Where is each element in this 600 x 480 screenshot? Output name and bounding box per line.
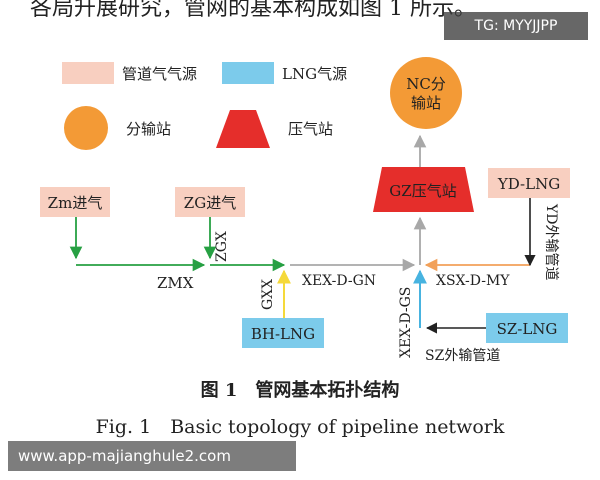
nc-station-label-line1: NC分 [406, 75, 446, 93]
legend-distribution-station-label: 分输站 [126, 120, 171, 138]
zgx-label: ZGX [214, 231, 230, 262]
yd-lng-source-label: YD-LNG [497, 175, 560, 193]
watermark-url: www.app-majianghule2.com [8, 441, 296, 471]
nc-distribution-station [390, 57, 462, 129]
gz-station-label: GZ压气站 [389, 182, 456, 200]
legend-compressor-station-trapezoid [216, 110, 270, 148]
watermark-telegram: TG: MYYJJPP [444, 12, 588, 40]
xex-d-gs-label: XEX-D-GS [398, 287, 414, 358]
bh-lng-source-box [242, 318, 324, 348]
xex-d-gn-label: XEX-D-GN [302, 273, 376, 289]
legend-distribution-station-circle [64, 106, 108, 150]
legend-compressor-station-label: 压气站 [288, 120, 333, 138]
sz-lng-source-box [486, 313, 568, 343]
top-paragraph-text: 各局升展研究，管网的基本构成如图 1 所示。 [30, 0, 476, 21]
figure-caption-english: Fig. 1 Basic topology of pipeline networ… [95, 416, 505, 438]
zm-gas-source-box [40, 187, 110, 217]
nc-station-label-line2: 输站 [411, 94, 441, 112]
yd-pipeline-label: YD外输管道 [543, 203, 559, 280]
zg-gas-source-label: ZG进气 [184, 194, 236, 212]
zg-gas-source-box [175, 187, 245, 217]
gxx-label: GXX [260, 279, 276, 310]
legend-lng-source-swatch [222, 62, 274, 84]
sz-lng-source-label: SZ-LNG [497, 320, 558, 338]
legend-pipeline-source-swatch [62, 62, 114, 84]
pipeline-topology-diagram: 管道气气源 LNG气源 分输站 压气站 NC分 输站 GZ压气站 Zm进气 ZG… [40, 57, 570, 364]
legend-lng-source-label: LNG气源 [282, 65, 347, 83]
zmx-label: ZMX [157, 274, 194, 292]
zm-gas-source-label: Zm进气 [48, 194, 103, 212]
xsx-d-my-label: XSX-D-MY [436, 273, 510, 289]
yd-lng-source-box [488, 168, 570, 198]
legend-pipeline-source-label: 管道气气源 [122, 65, 197, 83]
figure-caption-chinese: 图 1 管网基本拓扑结构 [200, 380, 400, 401]
gz-compressor-station [373, 167, 474, 212]
sz-pipeline-label: SZ外输管道 [425, 348, 500, 364]
bh-lng-source-label: BH-LNG [251, 325, 315, 343]
